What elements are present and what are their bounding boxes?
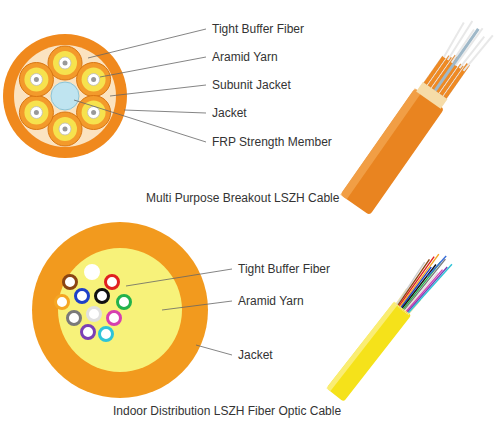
part-label: Jacket [212,106,247,120]
tight-buffer-fiber [100,328,113,341]
tight-buffer-fiber [96,290,109,303]
part-label: Aramid Yarn [238,294,304,308]
breakout-cable [340,16,495,215]
distribution-cross-section [32,222,208,398]
part-label: Jacket [238,348,273,362]
distribution-cable [326,248,454,402]
tight-buffer [59,57,71,69]
tight-buffer-fiber [86,266,99,279]
leader-lines [126,269,232,355]
tight-buffer [59,123,71,135]
tight-buffer-fiber [106,276,119,289]
fiber [456,28,483,66]
tight-buffer-fiber [76,290,89,303]
tight-buffer [30,74,42,86]
caption: Indoor Distribution LSZH Fiber Optic Cab… [113,404,341,418]
tight-buffer [30,107,42,119]
subunit-jacket [77,63,111,97]
aramid-yarn [24,68,48,92]
subunit-jacket [19,63,53,97]
tight-buffer-fiber [118,296,131,309]
tight-buffer [88,74,100,86]
fiber-core [34,110,39,115]
fiber [463,33,492,73]
aramid-yarn [82,68,106,92]
tight-buffer-fiber [108,312,121,325]
strength-member [435,29,478,90]
fiber [405,271,437,312]
part-label: FRP Strength Member [212,135,332,149]
aramid-yarn [53,51,77,75]
caption: Multi Purpose Breakout LSZH Cable [146,191,339,205]
tight-buffer-fiber [82,326,95,339]
tight-buffer-fiber [68,312,81,325]
fiber [404,258,445,310]
subunit-jacket [19,96,53,130]
fiber [451,30,475,63]
fiber-core [63,127,68,132]
tight-buffer-fiber [88,308,101,321]
part-label: Aramid Yarn [212,50,278,64]
leader-lines [74,29,206,142]
part-label: Tight Buffer Fiber [238,262,330,276]
fiber [408,262,451,316]
fiber-core [91,77,96,82]
aramid-yarn [24,101,48,125]
part-label: Tight Buffer Fiber [212,22,304,36]
fiber-core [34,77,39,82]
fiber [427,255,446,278]
part-label: Subunit Jacket [212,78,291,92]
aramid-yarn [53,117,77,141]
tight-buffer [88,107,100,119]
fiber-core [91,110,96,115]
tight-buffer-fiber [56,296,69,309]
aramid-yarn [82,101,106,125]
tight-buffer-fiber [64,276,77,289]
fiber-core [63,61,68,66]
